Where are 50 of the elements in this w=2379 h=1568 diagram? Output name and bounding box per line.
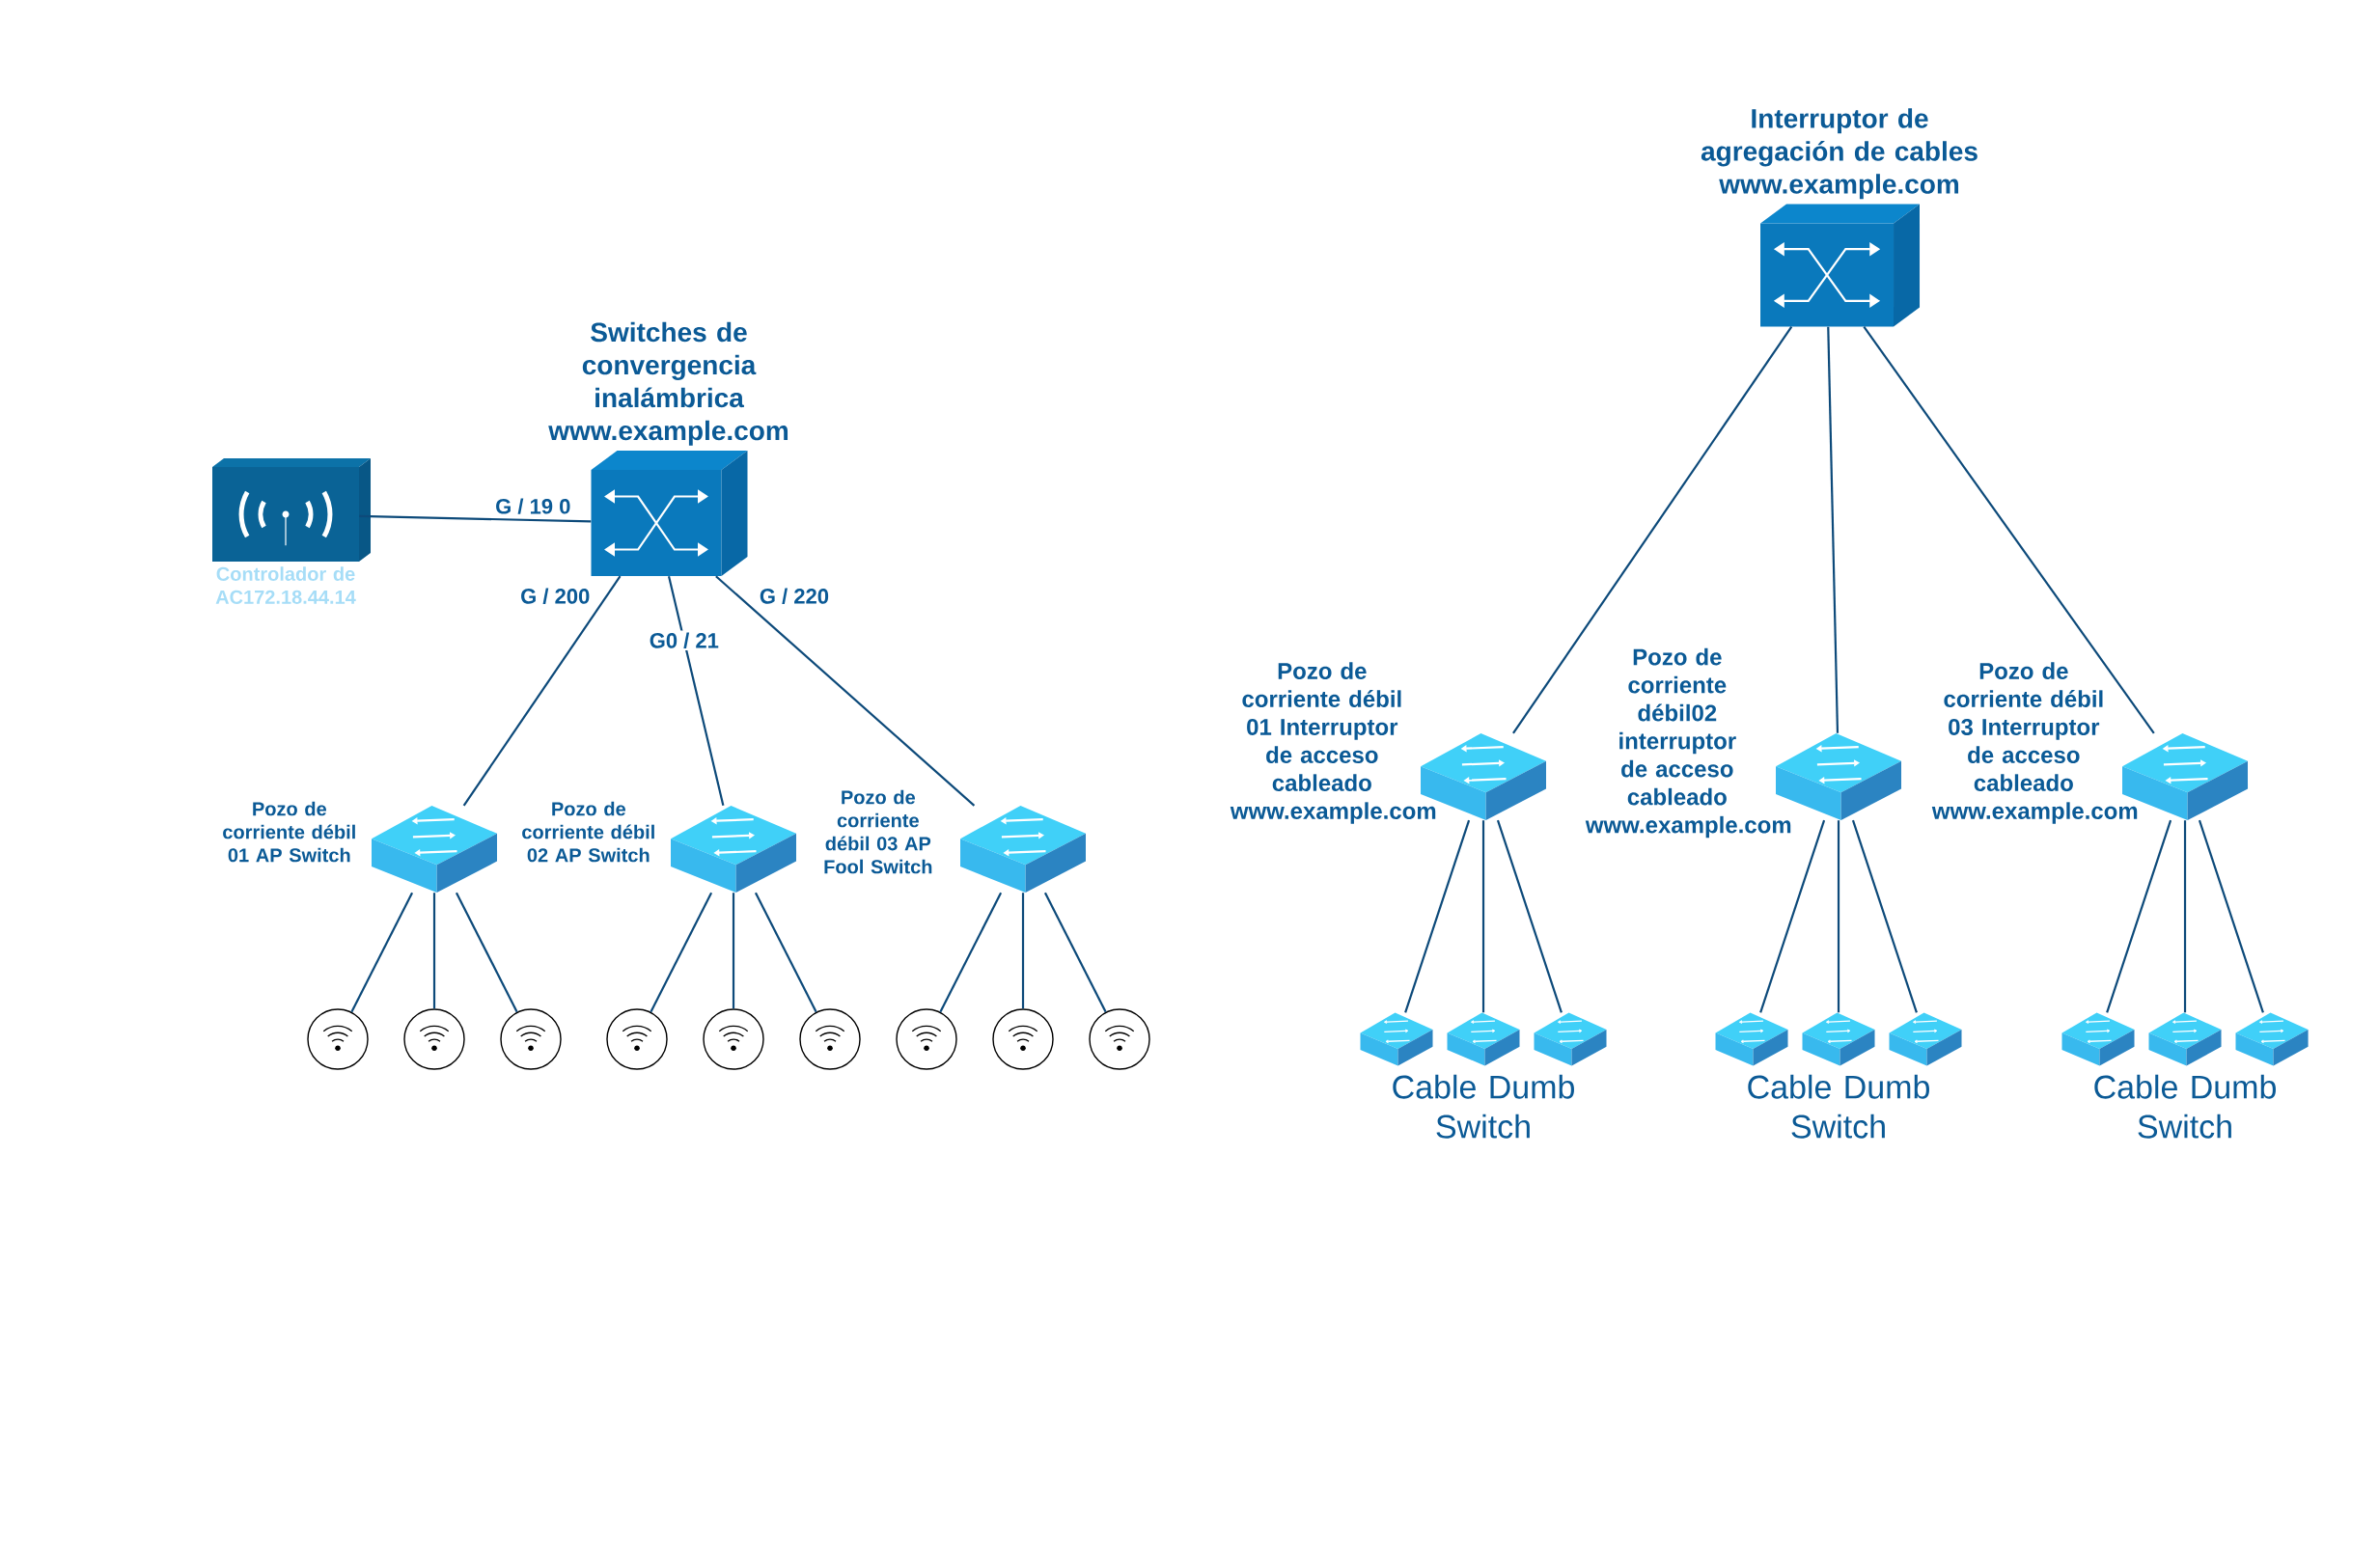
switch-caption: Cable Dumb Switch: [1393, 1074, 1574, 1139]
connector-line: [1827, 326, 1840, 733]
switch-caption: Cable Dumb Switch: [2094, 1074, 2276, 1139]
wifi-icon: [606, 1008, 668, 1070]
wifi-icon: [307, 1008, 369, 1070]
switch-icon: [1715, 1012, 1788, 1066]
switch-label: Pozo de corriente débil 03 Interruptor de acceso cableado www.example.com: [1931, 662, 2138, 824]
switch-label: Pozo de corriente débil 01 AP Switch: [223, 801, 355, 863]
connector-line: [1863, 326, 2155, 734]
switch-label: Pozo de corriente débil 03 AP Fool Switch: [824, 789, 932, 874]
edge-label: G / 200: [521, 588, 590, 604]
wifi-icon: [896, 1008, 957, 1070]
switch-icon: [1360, 1012, 1433, 1066]
connector-line: [350, 892, 414, 1013]
switch-icon: [1889, 1012, 1962, 1066]
switch-label: Interruptor de agregación de cables www.example.com: [1701, 108, 1978, 200]
connector-line: [359, 514, 592, 523]
connector-line: [1512, 326, 1793, 734]
switch-label: Switches de convergencia inalámbrica www.example.com: [548, 321, 788, 446]
connector-line: [754, 892, 817, 1013]
switch-label: Pozo de corriente débil02 interruptor de acceso cableado www.example.com: [1585, 647, 1791, 839]
connector-line: [939, 892, 1003, 1013]
switch-icon: [2061, 1012, 2135, 1066]
connector-line: [715, 575, 976, 807]
edge-label: G / 19 0: [496, 498, 570, 514]
switch-label: Controlador de AC172.18.44.14: [215, 566, 356, 604]
edge-label: G0 / 21: [647, 630, 721, 650]
switch-label: Pozo de corriente débil 02 AP Switch: [522, 801, 654, 863]
connector-line: [732, 893, 735, 1009]
wifi-icon: [992, 1008, 1054, 1070]
switch-icon: [1534, 1012, 1607, 1066]
wifi-icon: [500, 1008, 562, 1070]
connector-line: [1021, 893, 1025, 1009]
wifi-icon: [703, 1008, 764, 1070]
wifi-icon: [799, 1008, 861, 1070]
connector-line: [1043, 892, 1107, 1013]
edge-label: G / 220: [760, 588, 829, 604]
connector-line: [667, 575, 725, 807]
connector-line: [455, 892, 518, 1013]
switch-caption: Cable Dumb Switch: [1748, 1074, 1929, 1139]
connector-line: [1496, 819, 1563, 1013]
switch-label: Pozo de corriente débil 01 Interruptor de acceso cableado www.example.com: [1230, 662, 1436, 824]
connector-line: [2198, 819, 2264, 1013]
connector-line: [432, 893, 436, 1009]
wifi-icon: [403, 1008, 465, 1070]
connector-line: [1851, 819, 1918, 1013]
connector-line: [650, 892, 713, 1013]
wifi-icon: [1089, 1008, 1150, 1070]
switch-icon: [2235, 1012, 2309, 1066]
connector-line: [462, 575, 622, 807]
